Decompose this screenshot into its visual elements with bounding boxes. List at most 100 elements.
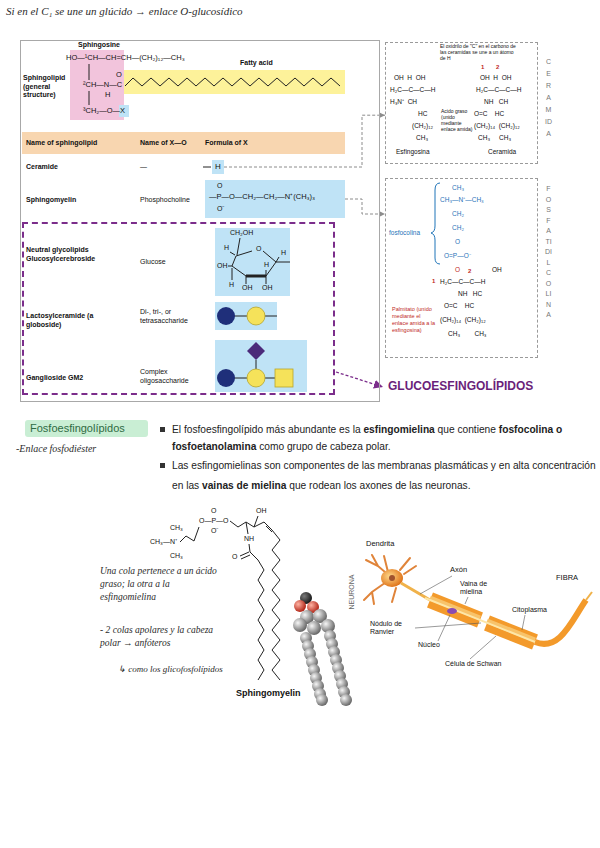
node-text: Fosfoesfingolípidos <box>30 422 125 435</box>
formula-fills <box>246 275 266 278</box>
structure-panel: CERAMIDAEl oxidrilo de "C" en el carbono… <box>385 42 538 164</box>
label: — <box>140 163 147 171</box>
bullet-marks <box>160 427 165 432</box>
label: NEURONA <box>348 574 356 609</box>
label: O <box>211 507 216 515</box>
glycolipid-arrow <box>336 372 383 387</box>
formula-fills <box>247 307 265 325</box>
formula-fills <box>203 167 211 168</box>
sphingomyelin-model <box>340 694 352 706</box>
neuron-illustration <box>381 569 403 587</box>
formula-fills <box>212 160 224 174</box>
node-text: H <box>281 249 286 257</box>
node-text: —P—O—CH₂—CH₂—N⁺(CH₃)₃ <box>209 193 315 202</box>
formula-fills <box>203 160 345 392</box>
label: CH₃—N⁺ <box>150 538 177 546</box>
node-text: OH <box>262 284 273 292</box>
formula-fills <box>217 307 235 325</box>
handwritten-note: Una cola pertenece a un ácido graso; la … <box>100 565 218 604</box>
label: CH₃ <box>170 524 183 532</box>
label: Dendrita <box>366 540 394 549</box>
sphingomyelin-model <box>293 618 307 632</box>
vertical-heading: CERAMIDA <box>545 56 552 140</box>
body-text: como grupo de cabeza polar. <box>259 441 390 452</box>
body-text: que contiene <box>438 424 496 435</box>
label: O⁻ <box>211 527 218 535</box>
node-text: (CH₂)₁₄ (CH₂)₁₂ <box>474 122 520 129</box>
figure-caption: Sphingomyelin <box>236 688 301 698</box>
node-text: 1 <box>432 278 435 285</box>
bold-term: esfingomielina <box>363 424 434 435</box>
node-text: Formula of X <box>205 139 248 147</box>
label: H <box>105 91 110 100</box>
sphingomyelin-skeleton <box>250 552 264 680</box>
node-text: CH₂ <box>452 210 464 217</box>
label: Citoplasma <box>512 606 547 614</box>
neuron-illustration <box>389 575 395 581</box>
handwritten-note: -Enlace fosfodiéster <box>16 443 96 455</box>
node-text: Name of X—O <box>140 139 187 147</box>
phosphocholine-brace <box>431 183 440 264</box>
bold-term: vainas de mielina <box>202 480 286 491</box>
label: OH <box>256 507 267 515</box>
vertical-heading: FOSFATIDILCOLINA <box>545 184 552 321</box>
label: ²CH—N—C <box>83 81 122 90</box>
formula-fills <box>247 342 265 360</box>
bullet-paragraph: Las esfingomielinas son componentes de l… <box>172 456 597 496</box>
node-text: OH <box>492 266 502 273</box>
formula-box: O—P—O—CH₂—CH₂—N⁺(CH₃)₃O⁻ <box>205 180 345 218</box>
general-structure <box>89 91 90 105</box>
label: FIBRA <box>556 574 578 583</box>
label: NH <box>244 535 254 543</box>
figure-frame: Name of sphingolipidName of X—OFormula o… <box>20 40 380 402</box>
sphingomyelin-skeleton <box>230 521 254 527</box>
structure-panel: FOSFATIDILCOLINACH₃CH₃—N⁺—CH₃CH₂CH₂fosfo… <box>385 178 538 358</box>
node-text: 1 <box>481 64 484 71</box>
label: Célula de Schwan <box>445 660 501 668</box>
neuron-illustration <box>586 592 592 600</box>
formula-fills <box>275 369 293 387</box>
sphingomyelin-model <box>293 592 352 706</box>
node-text: Lactosylceramide (a globoside) <box>26 312 96 329</box>
node-text: H <box>229 281 234 289</box>
node-text: H₂C—C—C—H <box>440 278 486 285</box>
formula-box: H <box>212 160 224 174</box>
neuron-illustration <box>487 621 535 640</box>
node-text: OH H OH <box>394 74 425 81</box>
label: ³CH₂—O—X <box>83 107 125 116</box>
label: Ceramide <box>26 163 58 171</box>
node-text: fosfocolina <box>389 229 420 236</box>
node-text: CH₂ <box>452 224 464 231</box>
handwritten-note: ↳ como los glicofosfolípidos <box>118 664 223 674</box>
node-text: 2 <box>496 64 499 71</box>
sphingomyelin-skeleton <box>249 544 250 552</box>
node-text: Di-, tri-, or tetrasaccharide <box>140 308 212 325</box>
node-text: O=C HC <box>474 110 504 117</box>
label: Sphingosine <box>78 41 120 49</box>
label: Núcleo <box>418 641 440 649</box>
label: Fatty acid <box>240 59 273 67</box>
label: O—P—O <box>199 517 229 525</box>
node-text: (CH₂)₁₄ (CH₂)₁₂ <box>440 316 486 323</box>
node-text: O <box>455 266 460 273</box>
dashed-arrow <box>345 199 385 214</box>
node-text: H₃N⁺ CH <box>390 98 417 105</box>
node-text: Ceramida <box>488 148 516 155</box>
node-text: El oxidrilo de "C" en el carbono de las … <box>440 43 520 61</box>
glycolipid-arrow <box>336 372 383 387</box>
node-text: CH₃—N⁺—CH₃ <box>440 196 484 203</box>
formula-fills <box>247 369 265 387</box>
sphingomyelin-skeleton <box>180 516 280 680</box>
node-text: O⁻ <box>217 205 224 213</box>
node-text: (CH₂)₁₂ <box>412 122 433 129</box>
sphingomyelin-skeleton <box>246 522 248 534</box>
formula-fills <box>205 180 345 218</box>
node-text: O <box>256 245 261 253</box>
handwritten-note: - 2 colas apolares y la cabeza polar → a… <box>100 624 224 650</box>
node-text: Acido graso (unido mediante enlace amida… <box>441 108 473 132</box>
body-text: que rodean los axones de las neuronas. <box>289 480 470 491</box>
bullet-paragraph: El fosfoesfingolípido más abundante es l… <box>172 421 597 455</box>
label: Phosphocholine <box>140 196 190 204</box>
label: Nódulo de Ranvier <box>370 620 414 636</box>
formula-fills <box>228 238 290 284</box>
